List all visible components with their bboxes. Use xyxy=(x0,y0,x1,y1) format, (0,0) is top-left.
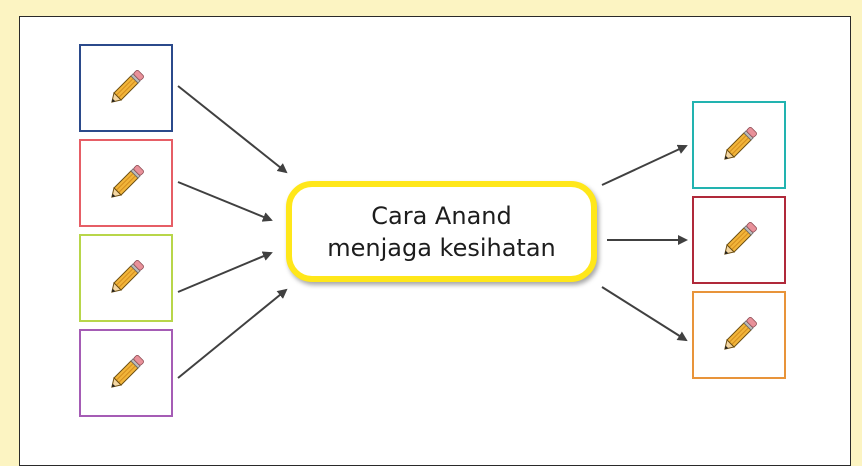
arrows-layer xyxy=(177,85,688,379)
pencil-icon xyxy=(713,214,765,266)
right-box-1[interactable] xyxy=(692,101,786,189)
left-box-4[interactable] xyxy=(79,329,173,417)
right-box-3[interactable] xyxy=(692,291,786,379)
arrow-right-3 xyxy=(601,286,688,342)
pencil-icon xyxy=(713,119,765,171)
pencil-icon xyxy=(713,309,765,361)
left-box-1[interactable] xyxy=(79,44,173,132)
pencil-icon xyxy=(100,347,152,399)
center-topic-box: Cara Anand menjaga kesihatan xyxy=(286,181,597,282)
pencil-icon xyxy=(100,252,152,304)
arrow-right-1 xyxy=(601,144,688,186)
left-box-3[interactable] xyxy=(79,234,173,322)
arrow-left-1 xyxy=(177,85,288,174)
arrow-left-3 xyxy=(177,251,273,293)
arrow-left-4 xyxy=(177,288,288,379)
center-topic-line-2: menjaga kesihatan xyxy=(327,233,556,262)
arrow-left-2 xyxy=(177,181,273,222)
right-box-2[interactable] xyxy=(692,196,786,284)
pencil-icon xyxy=(100,62,152,114)
pencil-icon xyxy=(100,157,152,209)
left-box-2[interactable] xyxy=(79,139,173,227)
center-topic-line-1: Cara Anand xyxy=(371,201,512,230)
